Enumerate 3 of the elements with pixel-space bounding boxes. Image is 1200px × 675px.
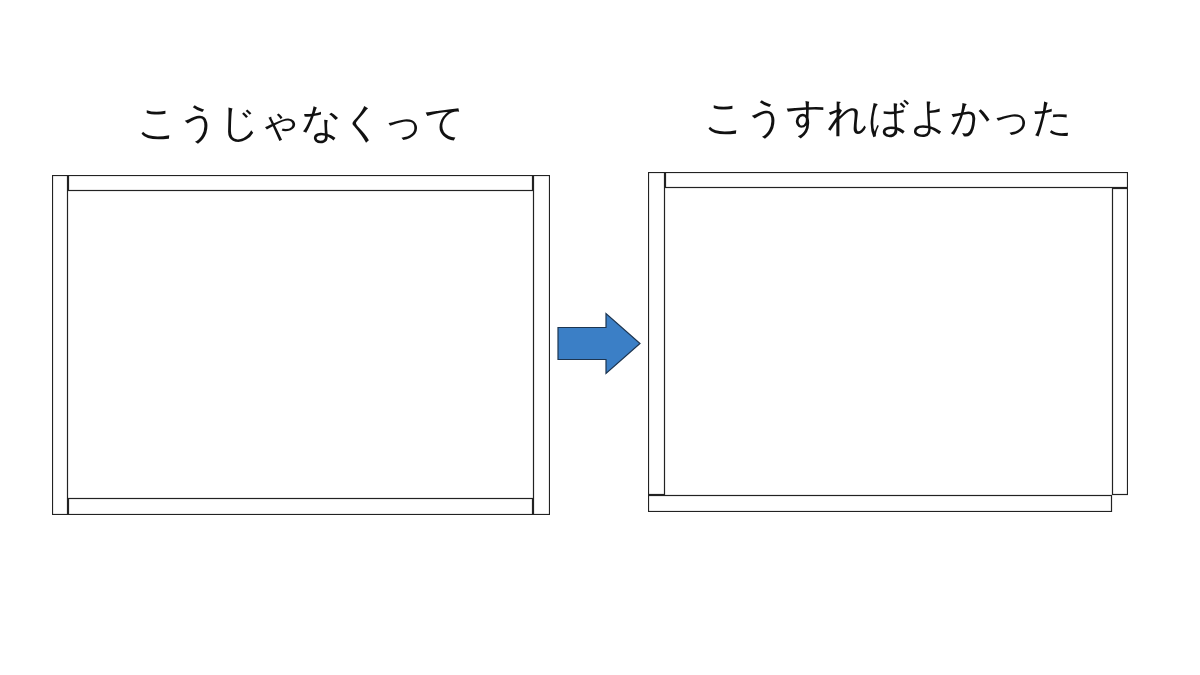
heading: こうすればよかった (702, 93, 1074, 142)
block-arrow (557, 312, 641, 375)
heading: こうじゃなくって (136, 98, 466, 147)
